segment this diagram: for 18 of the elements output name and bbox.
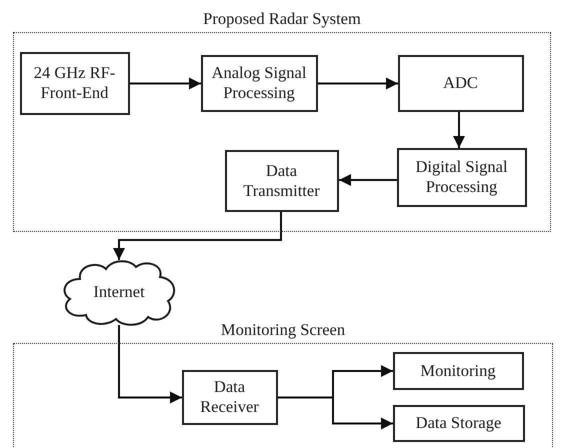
arrow [130,78,201,90]
process-box: Analog Signal Processing [200,54,318,112]
arrow [113,212,282,260]
process-box: Data Receiver [182,370,278,424]
group-title: Monitoring Screen [220,320,346,340]
process-box: ADC [398,54,524,112]
process-box: Monitoring [392,352,524,390]
arrow [318,78,398,90]
process-box: Digital Signal Processing [396,148,526,206]
cloud-label: Internet [93,282,145,302]
process-box: Data Transmitter [224,150,338,212]
arrow [453,112,465,148]
arrow [118,325,182,404]
process-box: 24 GHz RF-Front-End [20,52,130,114]
arrow [339,174,397,186]
process-box: Data Storage [392,404,524,442]
group-title: Proposed Radar System [203,9,361,29]
arrow [278,396,393,430]
